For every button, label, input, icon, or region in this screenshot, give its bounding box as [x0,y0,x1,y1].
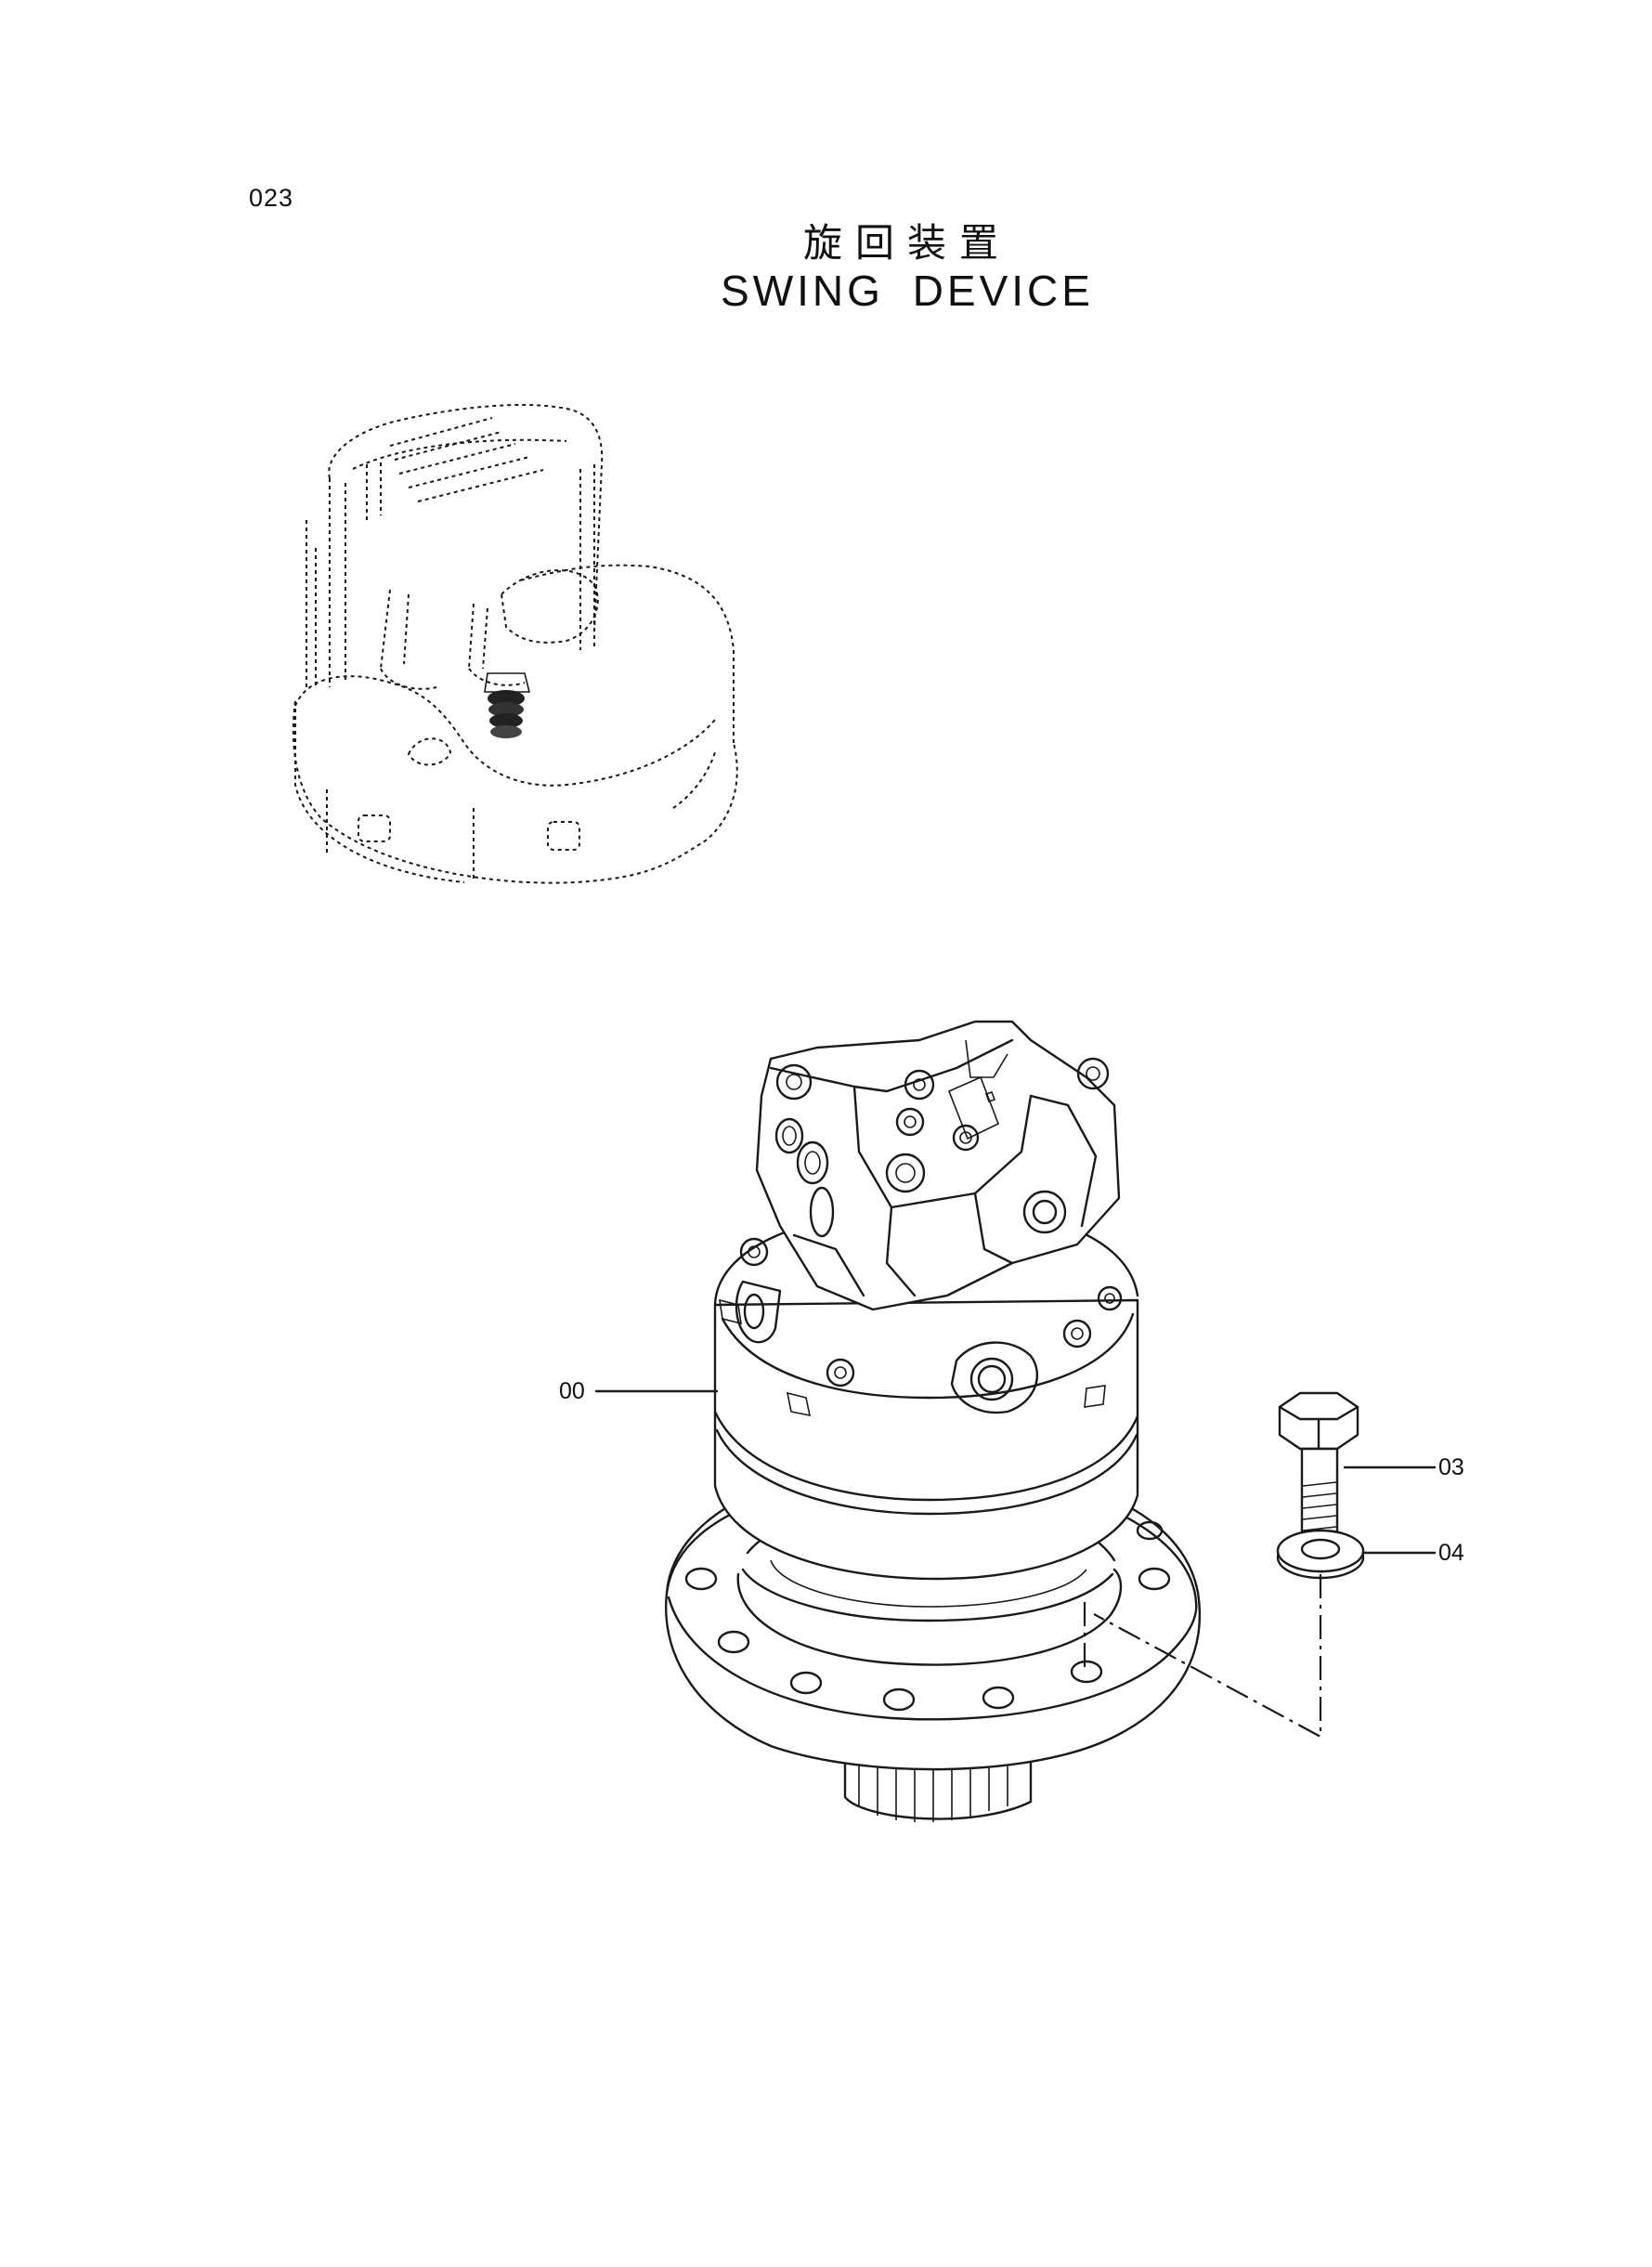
excavator-locator-icon [292,403,738,884]
callout-00[interactable]: 00 [559,1378,585,1404]
leader-lines [594,1389,1437,1739]
swing-motor-assembly-icon [664,1020,1202,1822]
pinion-gear-icon [843,1744,1033,1822]
washer-icon [1276,1529,1365,1580]
valve-block-icon [755,1020,1121,1311]
motor-housing-icon [713,1205,1139,1581]
page-number: 023 [249,184,294,212]
hex-bolt-icon [1278,1391,1359,1549]
callout-04[interactable]: 04 [1438,1540,1464,1566]
callout-03[interactable]: 03 [1438,1454,1464,1480]
page-title-jp: 旋回装置 [802,220,1011,266]
page-title: SWING DEVICE [721,267,1094,315]
swing-motor-location-icon [484,672,531,738]
